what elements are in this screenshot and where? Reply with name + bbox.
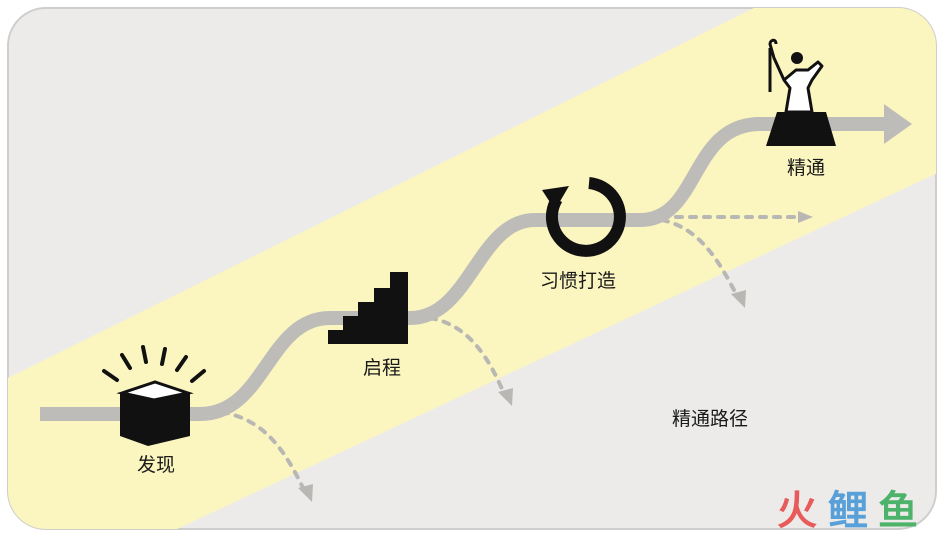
branch-arrowheads	[298, 211, 813, 502]
branch-start	[428, 316, 507, 398]
branch-habit	[660, 218, 740, 300]
stage-label-discover: 发现	[137, 454, 175, 476]
watermark-char-1: 火	[777, 488, 817, 534]
main-path	[40, 117, 890, 421]
branch-discover	[220, 410, 307, 494]
cycle-arrow-icon	[542, 177, 626, 257]
staircase-icon	[328, 272, 408, 344]
discover-box-icon	[102, 345, 206, 446]
dropoff-branches	[220, 215, 802, 494]
watermark-char-2: 鲤	[828, 488, 868, 534]
stage-label-habit: 习惯打造	[540, 270, 616, 292]
main-path-arrowhead	[884, 104, 912, 144]
watermark-char-3: 鱼	[878, 488, 918, 534]
stage-label-start: 启程	[363, 357, 401, 379]
watermark-logo: 火 鲤 鱼	[777, 488, 918, 534]
side-label: 精通路径	[672, 408, 748, 430]
summit-person-icon	[766, 38, 836, 146]
stage-label-mastery: 精通	[787, 157, 825, 179]
